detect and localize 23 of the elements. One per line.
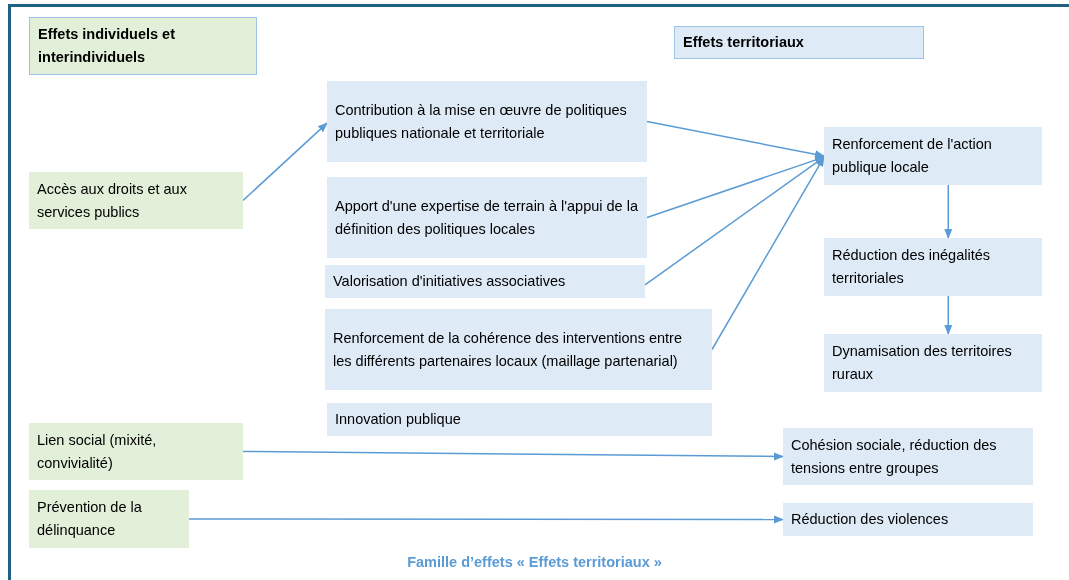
effect-box: Renforcement de l'action publique locale xyxy=(824,127,1042,185)
arrow xyxy=(944,295,953,335)
caption: Famille d’effets « Effets territoriaux » xyxy=(407,554,662,570)
arrow xyxy=(646,120,825,159)
effect-box: Apport d'une expertise de terrain à l'appui de la définition des politiques locales xyxy=(327,177,647,258)
effect-box: Innovation publique xyxy=(327,403,712,436)
effect-box: Réduction des inégalités territoriales xyxy=(824,238,1042,296)
effect-box: Accès aux droits et aux services publics xyxy=(29,172,243,229)
arrow xyxy=(711,156,825,351)
effect-box: Réduction des violences xyxy=(783,503,1033,536)
heading-box: Effets territoriaux xyxy=(674,26,924,59)
effect-box: Lien social (mixité, convivialité) xyxy=(29,423,243,480)
effect-box: Dynamisation des territoires ruraux xyxy=(824,334,1042,392)
effect-box: Valorisation d'initiatives associatives xyxy=(325,265,645,298)
arrow xyxy=(188,515,784,524)
arrow xyxy=(944,184,953,239)
effect-box: Contribution à la mise en œuvre de politiques publiques nationale et territoriale xyxy=(327,81,647,162)
arrow xyxy=(242,122,328,202)
effect-box: Renforcement de la cohérence des interventions entre les différents partenaires locaux (maillage partenarial) xyxy=(325,309,712,390)
effect-box: Cohésion sociale, réduction des tensions entre groupes xyxy=(783,428,1033,485)
heading-box: Effets individuels et interindividuels xyxy=(29,17,257,75)
effect-box: Prévention de la délinquance xyxy=(29,490,189,548)
arrow xyxy=(242,450,784,461)
